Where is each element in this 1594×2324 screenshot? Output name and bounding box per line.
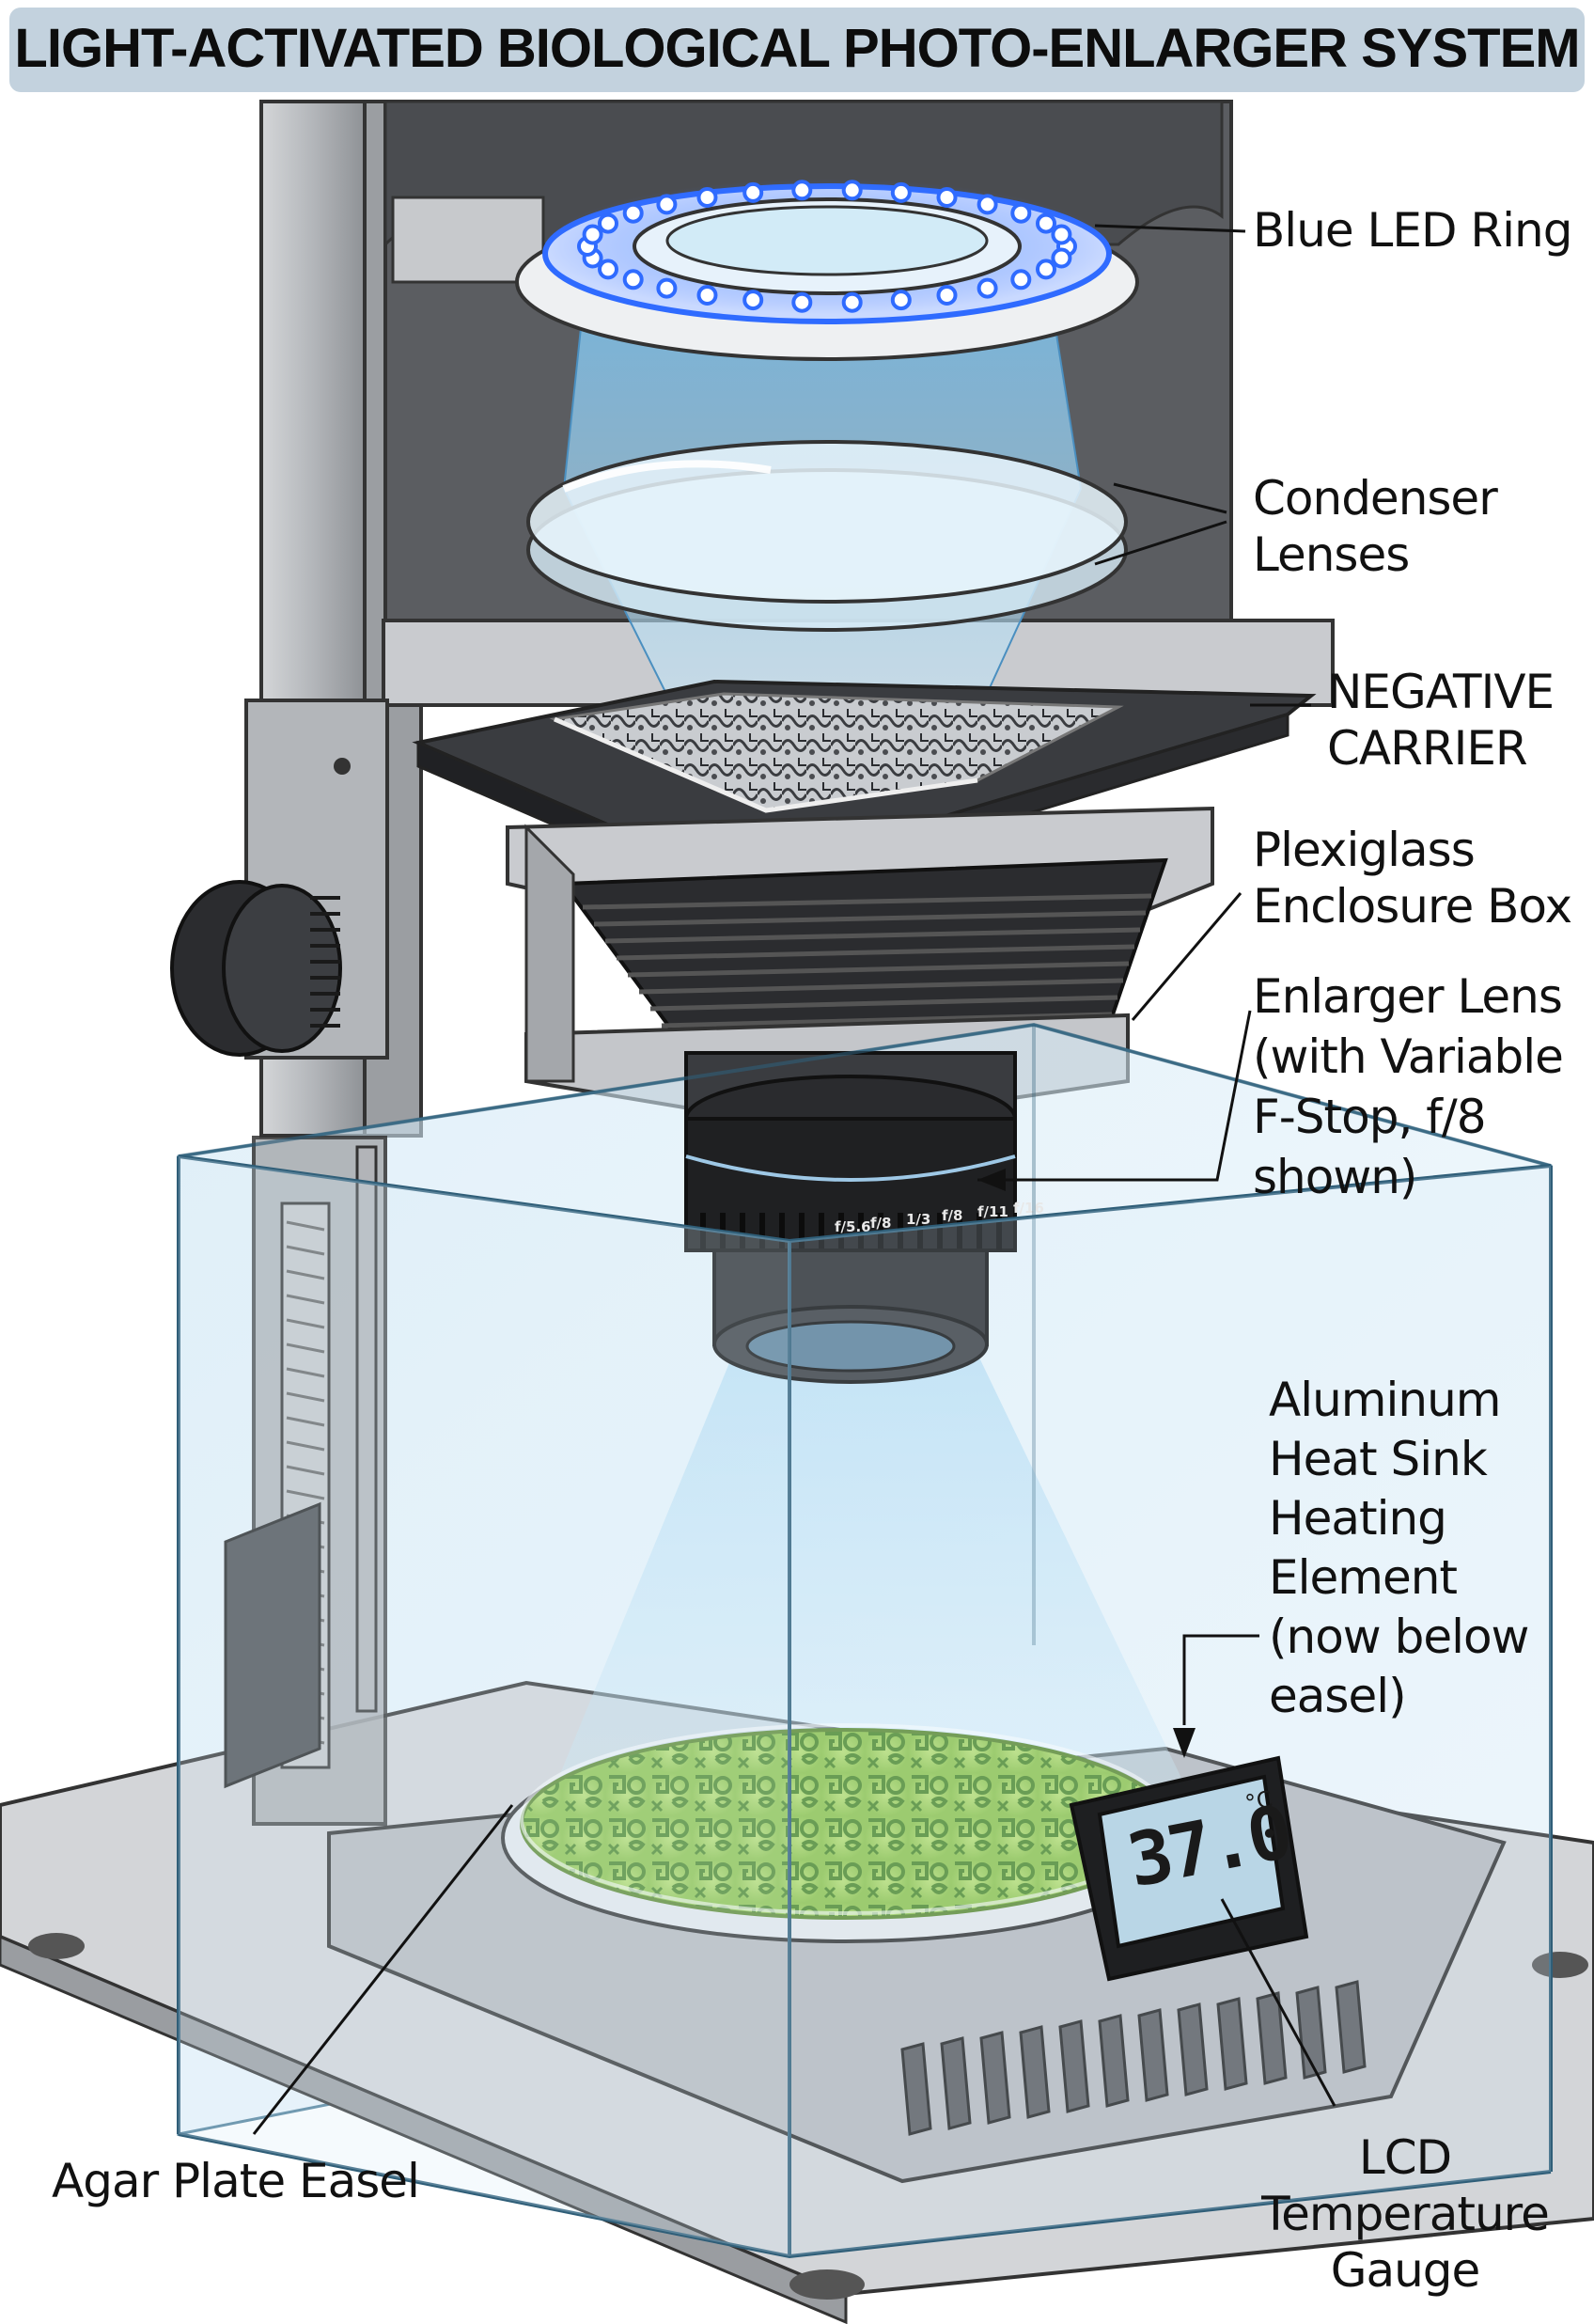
- focus-knob: [170, 699, 389, 1060]
- bellows-pleat: [649, 995, 1118, 1012]
- led-dot: [742, 181, 764, 203]
- led-dot: [1036, 259, 1056, 280]
- led-dot: [977, 194, 998, 215]
- lead-screw-thread: [286, 1343, 325, 1354]
- heat-sink-fin: [1216, 1997, 1248, 2091]
- led-dot: [791, 180, 813, 201]
- bellows-pleat: [661, 1012, 1113, 1029]
- heat-sink-fin: [1335, 1980, 1367, 2074]
- heat-sink-fin: [1256, 1991, 1288, 2085]
- page-title: LIGHT-ACTIVATED BIOLOGICAL PHOTO-ENLARGE…: [14, 18, 1580, 79]
- lcd-temperature-unit: °C: [1242, 1785, 1275, 1817]
- lead-screw-thread: [286, 1489, 325, 1500]
- light-beam-lower: [536, 1354, 1212, 1843]
- label-plexiglass-enclosure: Plexiglass Enclosure Box: [1253, 823, 1572, 934]
- lead-screw-thread: [286, 1220, 325, 1232]
- heat-sink-fin: [900, 2042, 932, 2136]
- led-dot: [622, 269, 644, 290]
- gauge-callout-arrow: [1173, 1728, 1196, 1758]
- plexiglass-enclosure-front: [177, 1022, 1553, 2259]
- lead-screw-thread: [286, 1367, 325, 1378]
- led-dot: [890, 181, 912, 203]
- led-dot: [656, 277, 678, 299]
- bellows-pleat: [593, 910, 1147, 927]
- heat-sink-fin: [1295, 1986, 1327, 2080]
- lens-callout-arrow: [977, 1169, 1006, 1191]
- bellows-pleat: [604, 927, 1141, 944]
- led-dot: [841, 291, 863, 313]
- heat-sink-fin: [1098, 2014, 1130, 2108]
- lead-screw-thread: [286, 1294, 325, 1305]
- callout-lines: [252, 224, 1336, 2135]
- led-dot: [582, 224, 603, 245]
- led-dot: [696, 285, 718, 306]
- lead-screw-thread: [286, 1318, 325, 1329]
- led-dot: [696, 187, 718, 208]
- led-dot: [977, 277, 998, 299]
- heat-sink-fin: [1058, 2019, 1090, 2113]
- bellows-pleat: [638, 978, 1124, 995]
- lead-screw-thread: [286, 1391, 325, 1403]
- heat-sink-fin: [1137, 2008, 1169, 2102]
- bellows-pleat: [627, 961, 1130, 978]
- led-dot: [936, 285, 958, 306]
- title-bar: [9, 8, 1585, 92]
- led-dot: [1051, 247, 1072, 269]
- blue-led-ring: [515, 179, 1139, 361]
- column-lower: [224, 1136, 387, 1826]
- led-dot: [1051, 224, 1072, 245]
- led-dot: [742, 290, 764, 311]
- condenser-lenses: [526, 440, 1128, 632]
- led-dot: [890, 290, 912, 311]
- led-dot: [598, 212, 618, 234]
- lens-fstop-mark: f/8: [870, 1215, 891, 1232]
- lcd-temperature-gauge: [1069, 1755, 1309, 1982]
- plexiglass-front-pane: [179, 1156, 789, 2256]
- lens-fstop-mark: f/16: [1013, 1200, 1044, 1217]
- led-dot: [841, 180, 863, 201]
- led-dot: [1010, 202, 1032, 224]
- led-dot: [622, 202, 644, 224]
- lead-screw-thread: [286, 1440, 325, 1452]
- led-dot: [791, 291, 813, 313]
- led-dot: [1010, 269, 1032, 290]
- bellows-pleat: [616, 944, 1135, 961]
- label-agar-plate-easel: Agar Plate Easel: [52, 2154, 420, 2208]
- label-enlarger-lens: Enlarger Lens (with Variable F-Stop, f/8…: [1253, 969, 1564, 1204]
- heat-sink-fin: [979, 2031, 1011, 2125]
- lens-fstop-mark: f/5.6: [835, 1218, 871, 1235]
- led-dot: [656, 194, 678, 215]
- plexiglass-side-pane: [789, 1166, 1551, 2256]
- led-dot: [1036, 212, 1056, 234]
- led-dot: [598, 259, 618, 280]
- bellows-pleat: [582, 893, 1152, 910]
- heat-sink-fin: [1177, 2002, 1209, 2096]
- lens-fstop-mark: f/8: [942, 1207, 962, 1224]
- lens-fstop-mark: f/11: [977, 1203, 1008, 1220]
- lens-fstop-mark: 1/3: [906, 1211, 930, 1228]
- lead-screw-thread: [286, 1245, 325, 1256]
- lead-screw-thread: [286, 1269, 325, 1280]
- label-lcd-gauge: LCD Temperature Gauge: [1261, 2130, 1550, 2298]
- agar-plate-easel: [501, 1723, 1191, 1943]
- label-blue-led-ring: Blue LED Ring: [1253, 203, 1572, 258]
- lead-screw-thread: [286, 1465, 325, 1476]
- label-heat-sink: Aluminum Heat Sink Heating Element (now …: [1269, 1373, 1529, 1723]
- label-condenser-lenses: Condenser Lenses: [1253, 471, 1498, 582]
- lead-screw-thread: [286, 1416, 325, 1427]
- label-negative-carrier: NEGATIVE CARRIER: [1327, 665, 1555, 776]
- heat-sink-fin: [940, 2036, 972, 2130]
- heat-sink-fin: [1019, 2025, 1051, 2119]
- led-dot: [936, 187, 958, 208]
